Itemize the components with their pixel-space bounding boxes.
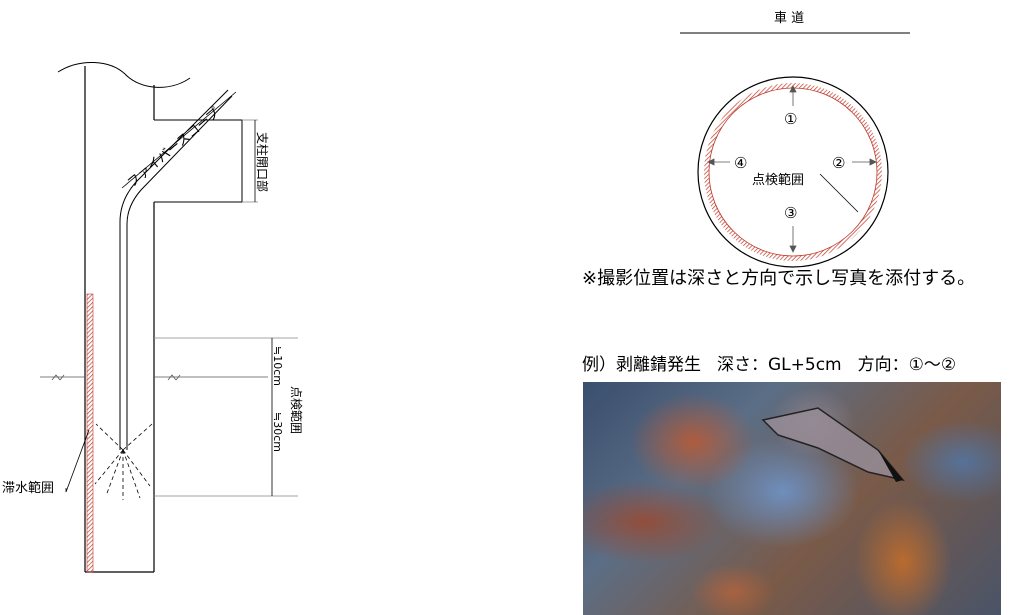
road-label: 車 道 — [774, 11, 804, 26]
dim-30cm-label: ≒30cm — [271, 412, 284, 452]
fiberscope-tube — [119, 89, 229, 450]
direction-3-label: ③ — [784, 204, 797, 222]
post-opening-label: 支柱開口部 — [255, 132, 270, 192]
fiberscope-label: ファイバースコープ — [125, 105, 223, 191]
ground-line — [40, 374, 268, 381]
corrosion-photo — [583, 382, 1001, 615]
water-zone-leader — [65, 429, 90, 493]
break-line — [57, 61, 191, 88]
view-fan — [94, 423, 153, 500]
post-outer-circle — [697, 76, 889, 268]
fiberscope-tube-inner — [126, 95, 233, 450]
photo-position-note: ※撮影位置は深さと方向で示し写真を添付する。 — [582, 268, 976, 289]
water-zone-hatch — [86, 293, 94, 573]
dim-10cm-label: ≒10cm — [271, 346, 284, 386]
post-plan-drawing: 車 道 ① ② ③ ④ 点検範囲 — [680, 11, 910, 268]
direction-1-label: ① — [784, 110, 797, 128]
example-prefix: 例）剥離錆発生 — [582, 355, 701, 375]
peeling-flake — [761, 407, 905, 482]
example-depth: 深さ：GL+5cm — [717, 355, 842, 375]
example-caption: 例）剥離錆発生深さ：GL+5cm 方向：①〜② — [582, 350, 956, 375]
direction-arrows — [707, 85, 877, 253]
water-range-label: 滞水範囲 — [2, 481, 54, 496]
inspection-range-label: 点検範囲 — [289, 386, 304, 434]
fiberscope-leader — [121, 91, 237, 189]
direction-4-label: ④ — [734, 154, 747, 172]
plan-inspection-range-label: 点検範囲 — [752, 173, 804, 188]
example-direction: 方向：①〜② — [857, 355, 957, 375]
direction-2-label: ② — [832, 154, 845, 172]
post-section-drawing: ファイバースコープ 支柱開口部 ≒10cm ≒30cm 点検範囲 滞水範囲 — [2, 61, 304, 573]
inspection-range-leader — [819, 173, 859, 213]
